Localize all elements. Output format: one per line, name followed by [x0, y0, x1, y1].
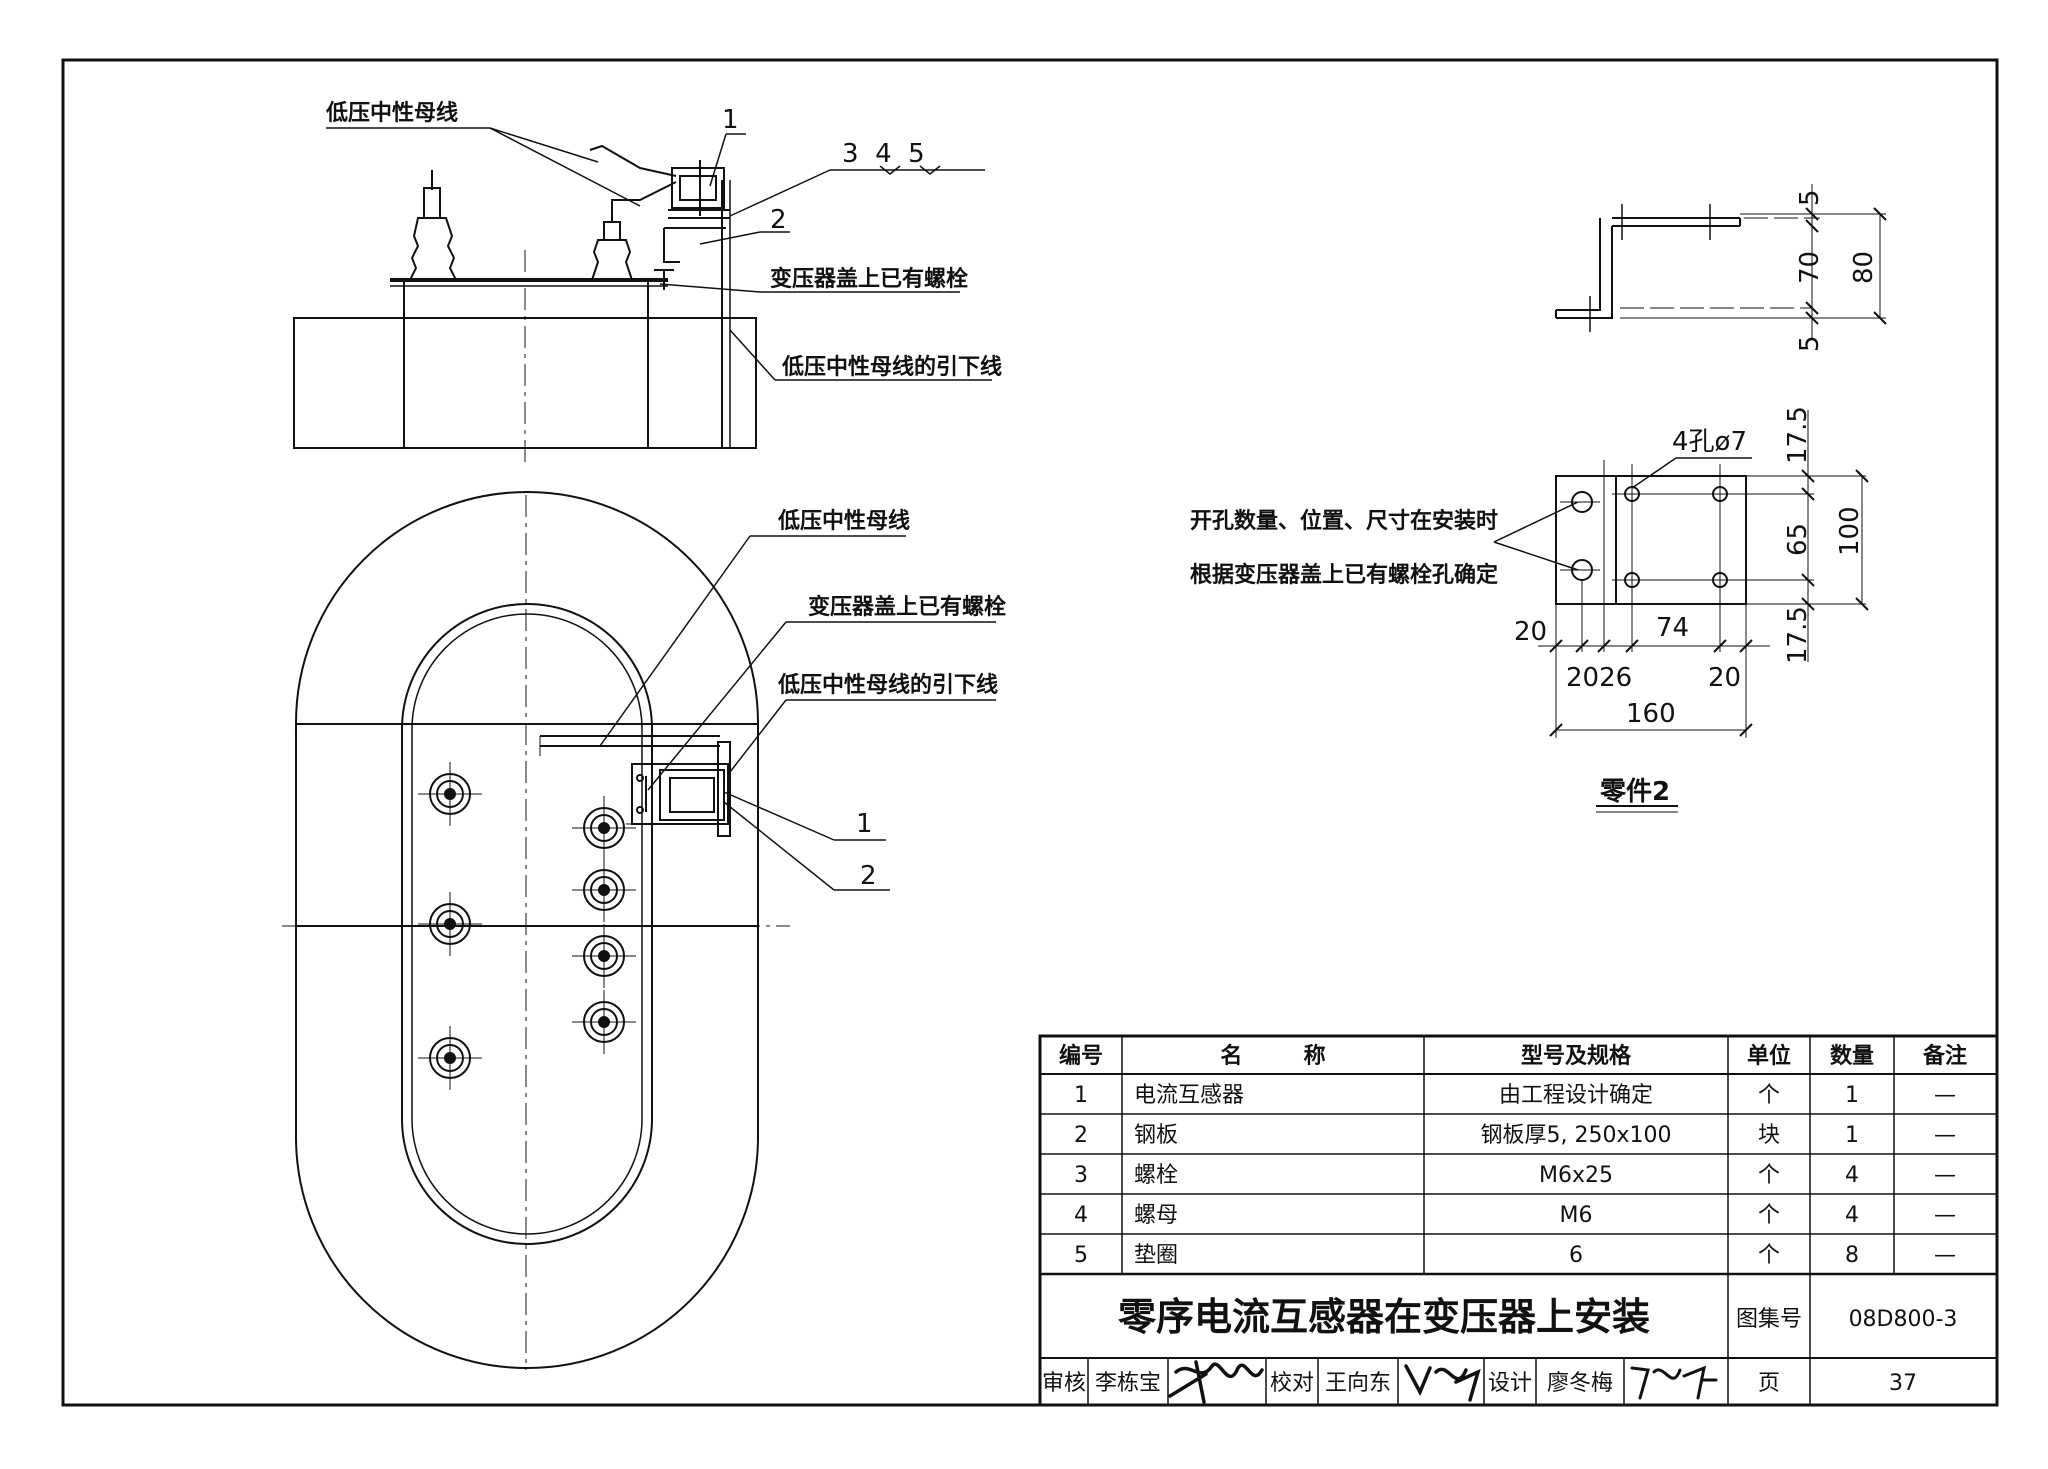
designer-name: 廖冬梅 [1547, 1371, 1613, 1396]
table-cell: 电流互感器 [1134, 1083, 1244, 1108]
part2-dim-20-right: 20 [1708, 663, 1741, 693]
table-header-qty: 数量 [1830, 1043, 1874, 1069]
table-cell: 1 [1845, 1123, 1859, 1148]
lv-bushing [590, 210, 634, 281]
table-cell: — [1934, 1203, 1956, 1228]
table-cell: 4 [1845, 1203, 1859, 1228]
part2-dim-2026: 2026 [1566, 663, 1632, 693]
checker-signature [1404, 1364, 1481, 1402]
plan-neutral-bus-label: 低压中性母线 [777, 508, 910, 534]
table-cell: 1 [1845, 1083, 1859, 1108]
part2-dim-5-bottom: 5 [1795, 335, 1825, 352]
review-label: 审核 [1042, 1371, 1086, 1396]
table-cell: 1 [1074, 1083, 1088, 1108]
table-cell: — [1934, 1083, 1956, 1108]
elev-item-2-label: 2 [770, 205, 787, 235]
table-cell: — [1934, 1123, 1956, 1148]
part2-dim-17-5-top: 17.5 [1783, 406, 1813, 464]
parts-table [1038, 1034, 1999, 1407]
atlas-label: 图集号 [1736, 1307, 1802, 1332]
sheet-frame [61, 58, 1999, 1407]
table-cell: M6 [1560, 1203, 1593, 1228]
terminal-bolt [572, 858, 636, 922]
elev-cover-bolt-label: 变压器盖上已有螺栓 [770, 266, 968, 292]
terminal-bolt [572, 796, 636, 860]
table-cell: M6x25 [1539, 1163, 1613, 1188]
page-label: 页 [1758, 1371, 1780, 1396]
part2-dim-65: 65 [1783, 523, 1813, 556]
table-cell: 个 [1758, 1083, 1780, 1108]
part2-title: 零件2 [1600, 777, 1670, 807]
designer-signature [1630, 1365, 1718, 1400]
table-header-remark: 备注 [1922, 1043, 1967, 1069]
table-cell: 个 [1758, 1243, 1780, 1268]
elev-item-1-label: 1 [722, 105, 739, 135]
terminal-bolt [418, 1026, 482, 1090]
plan-item-2-label: 2 [860, 861, 877, 891]
neutral-busbar [611, 181, 677, 214]
hv-bushing [408, 170, 458, 281]
part2-dim-160: 160 [1626, 699, 1676, 729]
plan-bus-downlead-label: 低压中性母线的引下线 [777, 672, 998, 698]
plan-view [282, 491, 790, 1370]
terminal-bolt [572, 990, 636, 1054]
current-transformer-elevation [654, 160, 730, 290]
table-cell: — [1934, 1163, 1956, 1188]
part2-plan-view [1493, 410, 1869, 813]
terminal-bolt [418, 892, 482, 956]
part2-note-line1: 开孔数量、位置、尺寸在安装时 [1190, 508, 1498, 534]
table-cell: 6 [1569, 1243, 1583, 1268]
plan-item-1-label: 1 [856, 809, 873, 839]
elev-neutral-bus-label: 低压中性母线 [325, 100, 458, 126]
table-cell: — [1934, 1243, 1956, 1268]
design-label: 设计 [1488, 1371, 1532, 1396]
checker-name: 王向东 [1325, 1371, 1391, 1396]
part2-dim-100: 100 [1835, 506, 1865, 556]
reviewer-name: 李栋宝 [1095, 1371, 1161, 1396]
table-cell: 钢板厚5, 250x100 [1481, 1123, 1672, 1148]
table-cell: 4 [1845, 1163, 1859, 1188]
table-cell: 螺母 [1134, 1203, 1178, 1228]
part2-hole-spec: 4孔ø7 [1672, 427, 1747, 457]
table-cell: 个 [1758, 1163, 1780, 1188]
table-cell: 4 [1074, 1203, 1088, 1228]
table-header-unit: 单位 [1747, 1043, 1791, 1069]
part2-note-line2: 根据变压器盖上已有螺栓孔确定 [1190, 562, 1498, 588]
table-header-name: 名 称 [1220, 1043, 1325, 1069]
table-cell: 5 [1074, 1243, 1088, 1268]
part2-dim-17-5-bottom: 17.5 [1783, 606, 1813, 664]
table-cell: 螺栓 [1134, 1163, 1178, 1188]
part2-dim-5-top: 5 [1795, 189, 1825, 206]
table-cell: 2 [1074, 1123, 1088, 1148]
table-cell: 块 [1758, 1123, 1780, 1148]
drawing-title: 零序电流互感器在变压器上安装 [1118, 1295, 1650, 1339]
terminal-bolt [418, 762, 482, 826]
elevation-view [293, 127, 992, 465]
table-cell: 3 [1074, 1163, 1088, 1188]
reviewer-signature [1168, 1360, 1264, 1404]
part2-dim-74: 74 [1656, 613, 1689, 643]
table-cell: 8 [1845, 1243, 1859, 1268]
table-cell: 垫圈 [1134, 1243, 1178, 1268]
plan-cover-bolt-label: 变压器盖上已有螺栓 [808, 594, 1006, 620]
elev-items-345-label: 3 4 5 [842, 139, 925, 169]
table-header-spec: 型号及规格 [1521, 1043, 1632, 1069]
part2-side-view [1555, 184, 1887, 340]
table-cell: 钢板 [1134, 1123, 1178, 1148]
atlas-number: 08D800-3 [1849, 1307, 1958, 1332]
terminal-bolt [572, 924, 636, 988]
check-label: 校对 [1270, 1371, 1314, 1396]
page-number: 37 [1889, 1371, 1917, 1396]
table-cell: 个 [1758, 1203, 1780, 1228]
table-cell: 由工程设计确定 [1499, 1083, 1653, 1108]
current-transformer-plan [539, 735, 731, 837]
part2-dim-70: 70 [1795, 251, 1825, 284]
table-header-no: 编号 [1059, 1043, 1103, 1069]
elev-bus-downlead-label: 低压中性母线的引下线 [781, 354, 1002, 380]
part2-dim-20-left: 20 [1514, 617, 1547, 647]
part2-dim-80: 80 [1849, 251, 1879, 284]
